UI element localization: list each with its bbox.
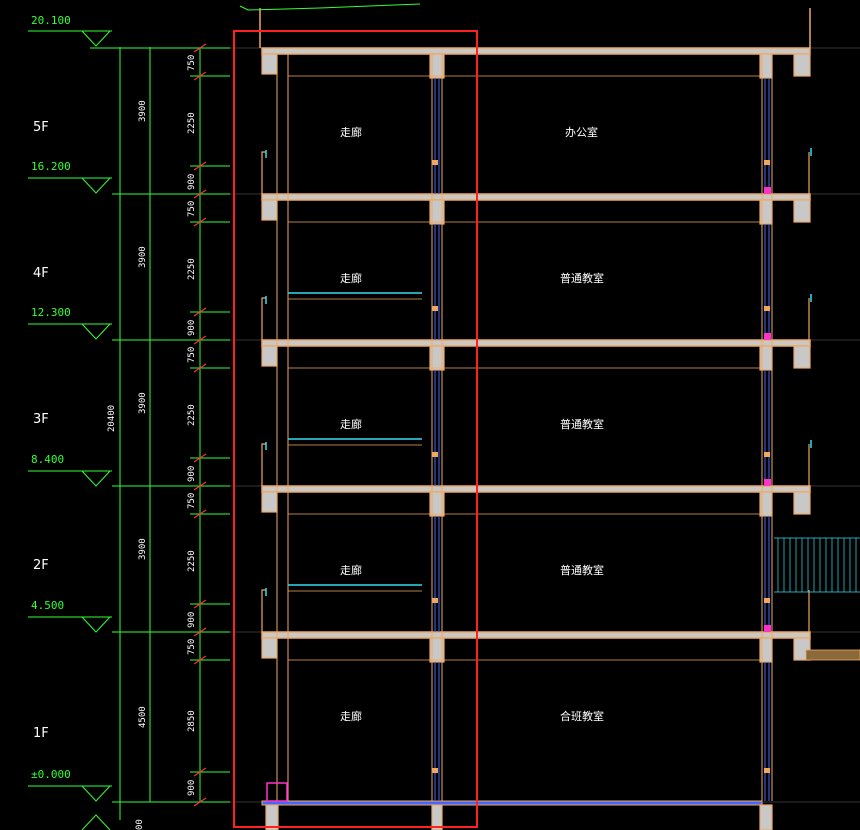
- elevation-value-2f: 4.500: [31, 599, 64, 612]
- elevation-value-3f: 8.400: [31, 453, 64, 466]
- ground-hatch: [805, 649, 860, 661]
- dim-1f-b: 2850: [187, 710, 197, 732]
- elevation-value-top: 20.100: [31, 14, 71, 27]
- dim-2f-c: 900: [187, 612, 197, 628]
- dim-1f-c: 900: [187, 780, 197, 796]
- dim-3f-a: 750: [187, 347, 197, 363]
- roof-parapet: [239, 3, 811, 48]
- canopy-hatch: [774, 537, 860, 593]
- dimension-chains: [90, 47, 230, 820]
- dim-storey-3f: 3900: [138, 392, 148, 414]
- room-label-1f-corridor: 走廊: [340, 709, 362, 723]
- corridor-railings: [261, 151, 810, 632]
- room-label-5f-main: 办公室: [565, 125, 598, 139]
- dim-overall-height: 20400: [107, 405, 117, 432]
- floor-label-1f: 1F: [33, 726, 49, 741]
- dim-3f-b: 2250: [187, 404, 197, 426]
- room-label-4f-corridor: 走廊: [340, 271, 362, 285]
- floor-label-3f: 3F: [33, 412, 49, 427]
- dim-4f-c: 900: [187, 320, 197, 336]
- window-lines: [434, 78, 770, 801]
- magenta-markers: [764, 187, 771, 632]
- elevation-value-4f: 12.300: [31, 306, 71, 319]
- elevation-marker-1f: ±0.000: [28, 768, 112, 830]
- dim-3f-c: 900: [187, 466, 197, 482]
- room-label-3f-main: 普通教室: [560, 417, 604, 431]
- magenta-box-marker: [266, 782, 288, 802]
- dim-storey-2f: 3900: [138, 538, 148, 560]
- floor-label-2f: 2F: [33, 558, 49, 573]
- highlight-selection-box: [233, 30, 478, 828]
- beams: [261, 53, 811, 830]
- elevation-marker-4f: 12.300: [28, 306, 112, 340]
- wall-lines: [276, 54, 773, 801]
- floor-label-5f: 5F: [33, 120, 49, 135]
- room-label-2f-main: 普通教室: [560, 563, 604, 577]
- dim-4f-a: 750: [187, 201, 197, 217]
- dim-5f-a: 750: [187, 55, 197, 71]
- room-label-3f-corridor: 走廊: [340, 417, 362, 431]
- railing-accents: [265, 148, 812, 596]
- dim-bottom: 00: [135, 819, 145, 830]
- corridor-ceiling-lines: [288, 75, 760, 661]
- dim-storey-4f: 3900: [138, 246, 148, 268]
- window-sill-markers: [432, 160, 770, 773]
- dim-5f-b: 2250: [187, 112, 197, 134]
- room-label-2f-corridor: 走廊: [340, 563, 362, 577]
- room-label-4f-main: 普通教室: [560, 271, 604, 285]
- dim-5f-c: 900: [187, 174, 197, 190]
- floor-slabs: [261, 47, 811, 806]
- elevation-marker-top: 20.100: [28, 14, 112, 47]
- elevation-value-1f: ±0.000: [31, 768, 71, 781]
- elevation-marker-3f: 8.400: [28, 453, 112, 487]
- dim-storey-5f: 3900: [138, 100, 148, 122]
- dim-2f-a: 750: [187, 493, 197, 509]
- elevation-marker-5f: 16.200: [28, 160, 112, 194]
- dim-4f-b: 2250: [187, 258, 197, 280]
- elevation-marker-2f: 4.500: [28, 599, 112, 633]
- dim-1f-a: 750: [187, 639, 197, 655]
- room-label-1f-main: 合班教室: [560, 709, 604, 723]
- floor-label-4f: 4F: [33, 266, 49, 281]
- room-label-5f-corridor: 走廊: [340, 125, 362, 139]
- dimension-ticks: [193, 43, 207, 807]
- dim-2f-b: 2250: [187, 550, 197, 572]
- dim-storey-1f: 4500: [138, 706, 148, 728]
- elevation-value-5f: 16.200: [31, 160, 71, 173]
